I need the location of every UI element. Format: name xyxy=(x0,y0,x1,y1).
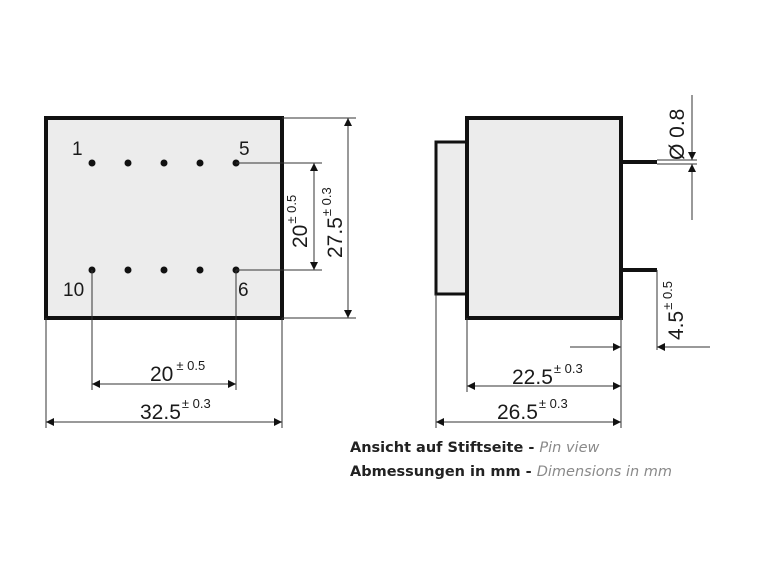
pin-4 xyxy=(196,159,204,167)
pin-2 xyxy=(124,159,132,167)
dim-label-pin-diameter: Ø 0.8 xyxy=(666,109,689,160)
transformer-body-side xyxy=(465,116,623,320)
svg-text:27.5± 0.3: 27.5± 0.3 xyxy=(319,187,347,258)
pin-view: 1 5 10 6 20± 0.5 27.5± 0.3 20± 0.5 32.5±… xyxy=(44,116,356,428)
dim-label-total-depth: 26.5± 0.3 xyxy=(497,396,568,424)
pin-7 xyxy=(196,266,204,274)
pin-1 xyxy=(88,159,96,167)
bobbin-flange xyxy=(434,140,469,296)
dim-label-width: 32.5± 0.3 xyxy=(140,396,211,424)
dim-label-pin-spacing-vertical: 20± 0.5 xyxy=(284,195,312,248)
caption-dimensions: Abmessungen in mm - Dimensions in mm xyxy=(350,464,672,480)
transformer-body-pin-side xyxy=(44,116,284,320)
dim-label-pin-length: 4.5± 0.5 xyxy=(660,281,688,340)
svg-text:4.5± 0.5: 4.5± 0.5 xyxy=(660,281,688,340)
pin-label-1: 1 xyxy=(72,139,83,160)
svg-text:20± 0.5: 20± 0.5 xyxy=(284,195,312,248)
pin-label-6: 6 xyxy=(238,280,249,301)
dim-label-pin-spacing-horizontal: 20± 0.5 xyxy=(150,358,205,386)
side-view: Ø 0.8 4.5± 0.5 22.5± 0.3 26.5± 0.3 xyxy=(434,95,710,428)
svg-text:Ø 0.8: Ø 0.8 xyxy=(666,109,689,160)
dim-label-height: 27.5± 0.3 xyxy=(319,187,347,258)
pin-9 xyxy=(124,266,132,274)
pin-8 xyxy=(160,266,168,274)
pin-label-10: 10 xyxy=(63,280,84,301)
dim-label-body-depth: 22.5± 0.3 xyxy=(512,361,583,389)
pin-label-5: 5 xyxy=(239,139,250,160)
pin-3 xyxy=(160,159,168,167)
caption-pin-view: Ansicht auf Stiftseite - Pin view xyxy=(350,440,600,456)
